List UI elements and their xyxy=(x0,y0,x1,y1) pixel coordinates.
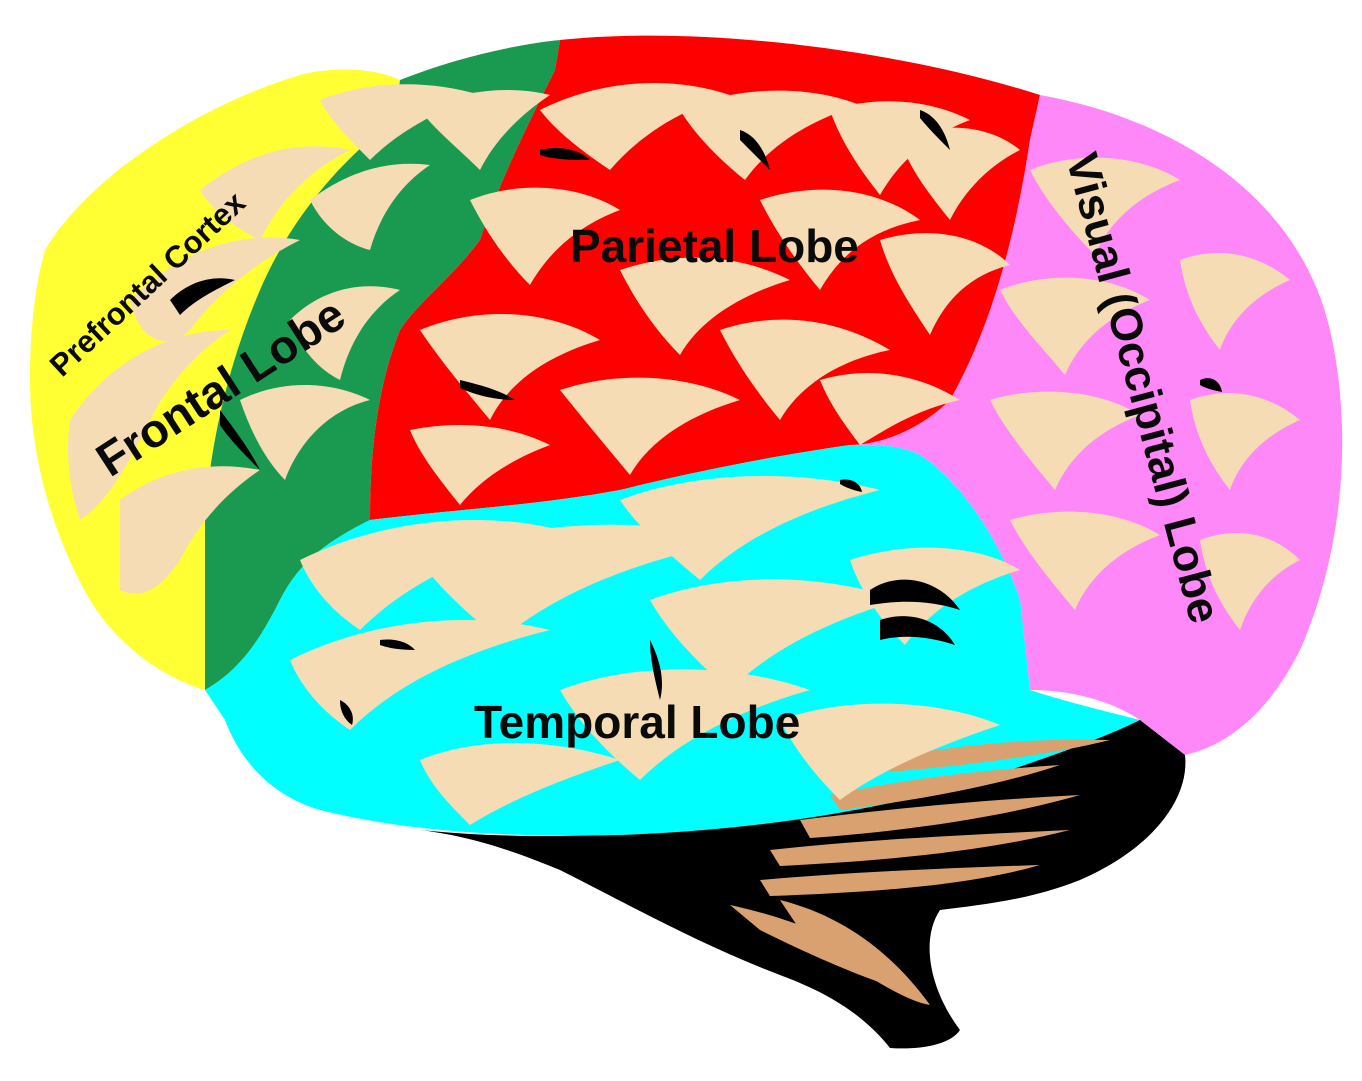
temporal-lobe-label: Temporal Lobe xyxy=(474,696,800,748)
parietal-lobe-label: Parietal Lobe xyxy=(570,220,859,272)
